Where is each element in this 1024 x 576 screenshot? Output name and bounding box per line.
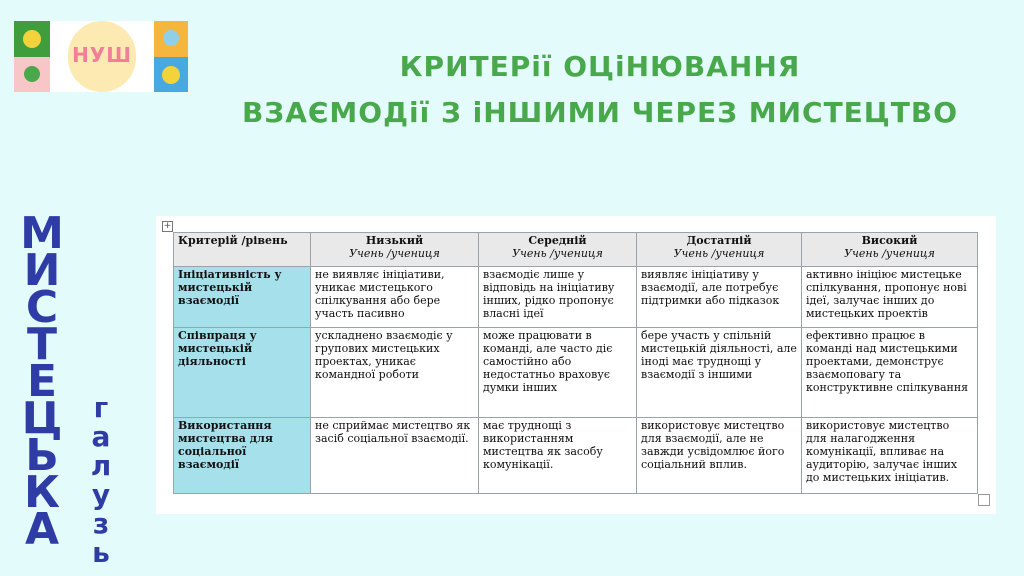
table-row: Ініціативність у мистецькій взаємодії не… — [173, 266, 978, 328]
table-cell: бере участь у спільній мистецькій діяльн… — [636, 327, 802, 418]
letter: Т — [26, 319, 57, 370]
title-line-1: КРИТЕРії ОЦіНЮВАННЯ — [399, 50, 801, 83]
table-cell: використовує мистецтво для налагодження … — [801, 417, 978, 494]
table-row: Використання мистецтва для соціальної вз… — [173, 417, 978, 494]
criterion-cell: Співпраця у мистецькій діяльності — [173, 327, 311, 418]
logo-tile-yellow — [154, 21, 188, 57]
logo-text: НУШ — [72, 43, 132, 67]
table-move-handle-icon[interactable]: + — [162, 221, 173, 232]
table-cell: взаємодіє лише у відповідь на ініціативу… — [478, 266, 637, 328]
logo-tile-blue — [154, 57, 188, 92]
letter: М — [20, 208, 64, 259]
table-cell: використовує мистецтво для взаємодії, ал… — [636, 417, 802, 494]
letter: г — [93, 391, 109, 424]
letter: а — [91, 420, 111, 453]
table-cell: ускладнено взаємодіє у групових мистецьк… — [310, 327, 479, 418]
table-cell: має труднощі з використанням мистецтва я… — [478, 417, 637, 494]
criterion-cell: Використання мистецтва для соціальної вз… — [173, 417, 311, 494]
table-row: Співпраця у мистецькій діяльності усклад… — [173, 327, 978, 418]
criterion-cell: Ініціативність у мистецькій взаємодії — [173, 266, 311, 328]
letter: у — [91, 478, 111, 511]
nush-logo: НУШ — [14, 21, 188, 92]
logo-tile-green — [14, 21, 50, 57]
table-cell: не сприймає мистецтво як засіб соціально… — [310, 417, 479, 494]
letter: С — [25, 282, 59, 333]
title-line-2: ВЗАЄМОДії З іНШИМИ ЧЕРЕЗ МИСТЕЦТВО — [241, 96, 959, 129]
letter: ь — [92, 536, 110, 569]
table-cell: виявляє ініціативу у взаємодії, але потр… — [636, 266, 802, 328]
letter: Ь — [25, 430, 59, 481]
logo-center: НУШ — [50, 21, 154, 92]
letter: А — [24, 504, 60, 555]
table-cell: ефективно працює в команді над мистецьки… — [801, 327, 978, 418]
table-resize-handle[interactable] — [978, 494, 990, 506]
letter: И — [23, 245, 61, 296]
letter: Е — [26, 356, 58, 407]
table-cell: активно ініціює мистецьке спілкування, п… — [801, 266, 978, 328]
vertical-word-mystetska: М И С Т Е Ц Ь К А — [18, 208, 66, 555]
vertical-word-haluz: г а л у з ь — [88, 394, 114, 568]
table-cell: може працювати в команді, але часто діє … — [478, 327, 637, 418]
letter: Ц — [21, 393, 63, 444]
letter: з — [92, 507, 110, 540]
letter: л — [90, 449, 112, 482]
logo-tile-pink — [14, 57, 50, 92]
corner-header: Критерій /рівень — [173, 232, 311, 267]
table-cell: не виявляє ініціативи, уникає мистецьког… — [310, 266, 479, 328]
letter: К — [24, 467, 60, 518]
